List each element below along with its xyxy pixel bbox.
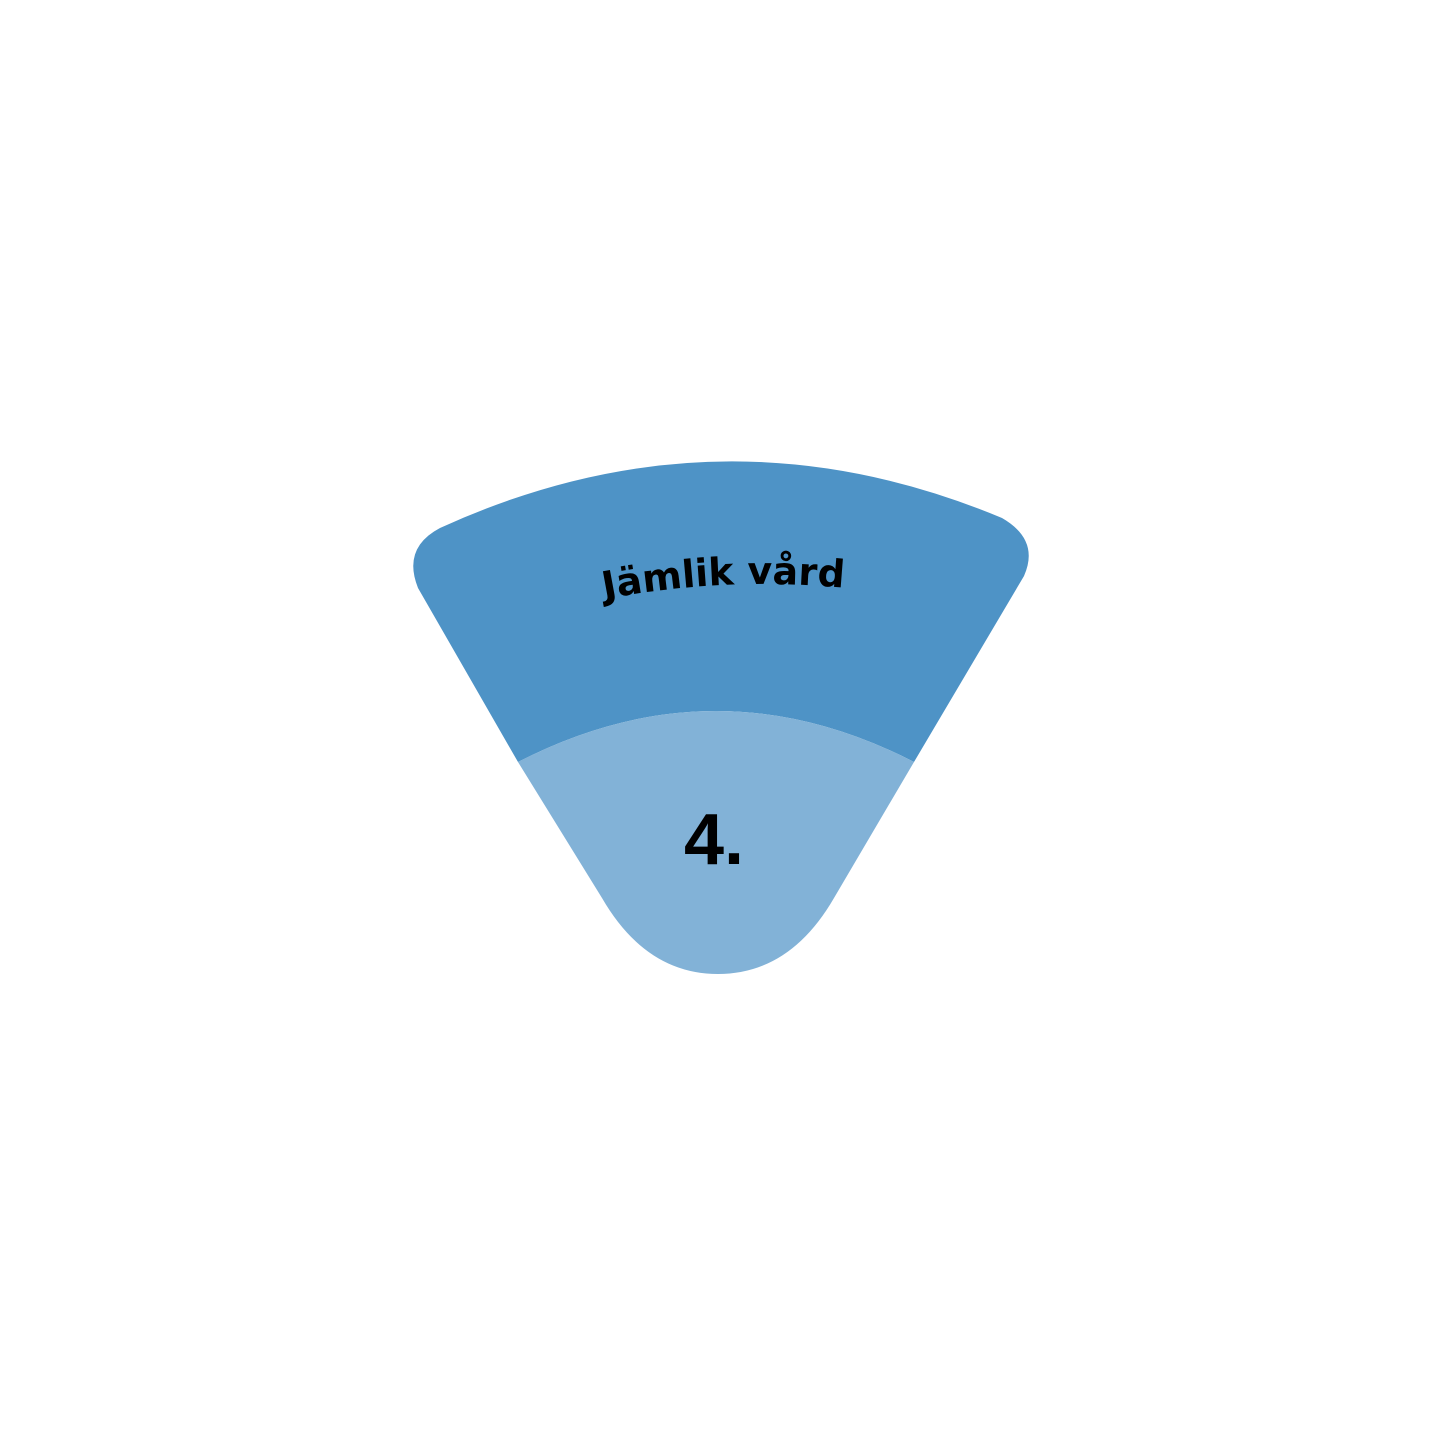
segment-number: 4. bbox=[684, 800, 744, 880]
segment-outer-band[interactable] bbox=[413, 461, 1029, 762]
segment-inner-band[interactable] bbox=[518, 711, 914, 974]
